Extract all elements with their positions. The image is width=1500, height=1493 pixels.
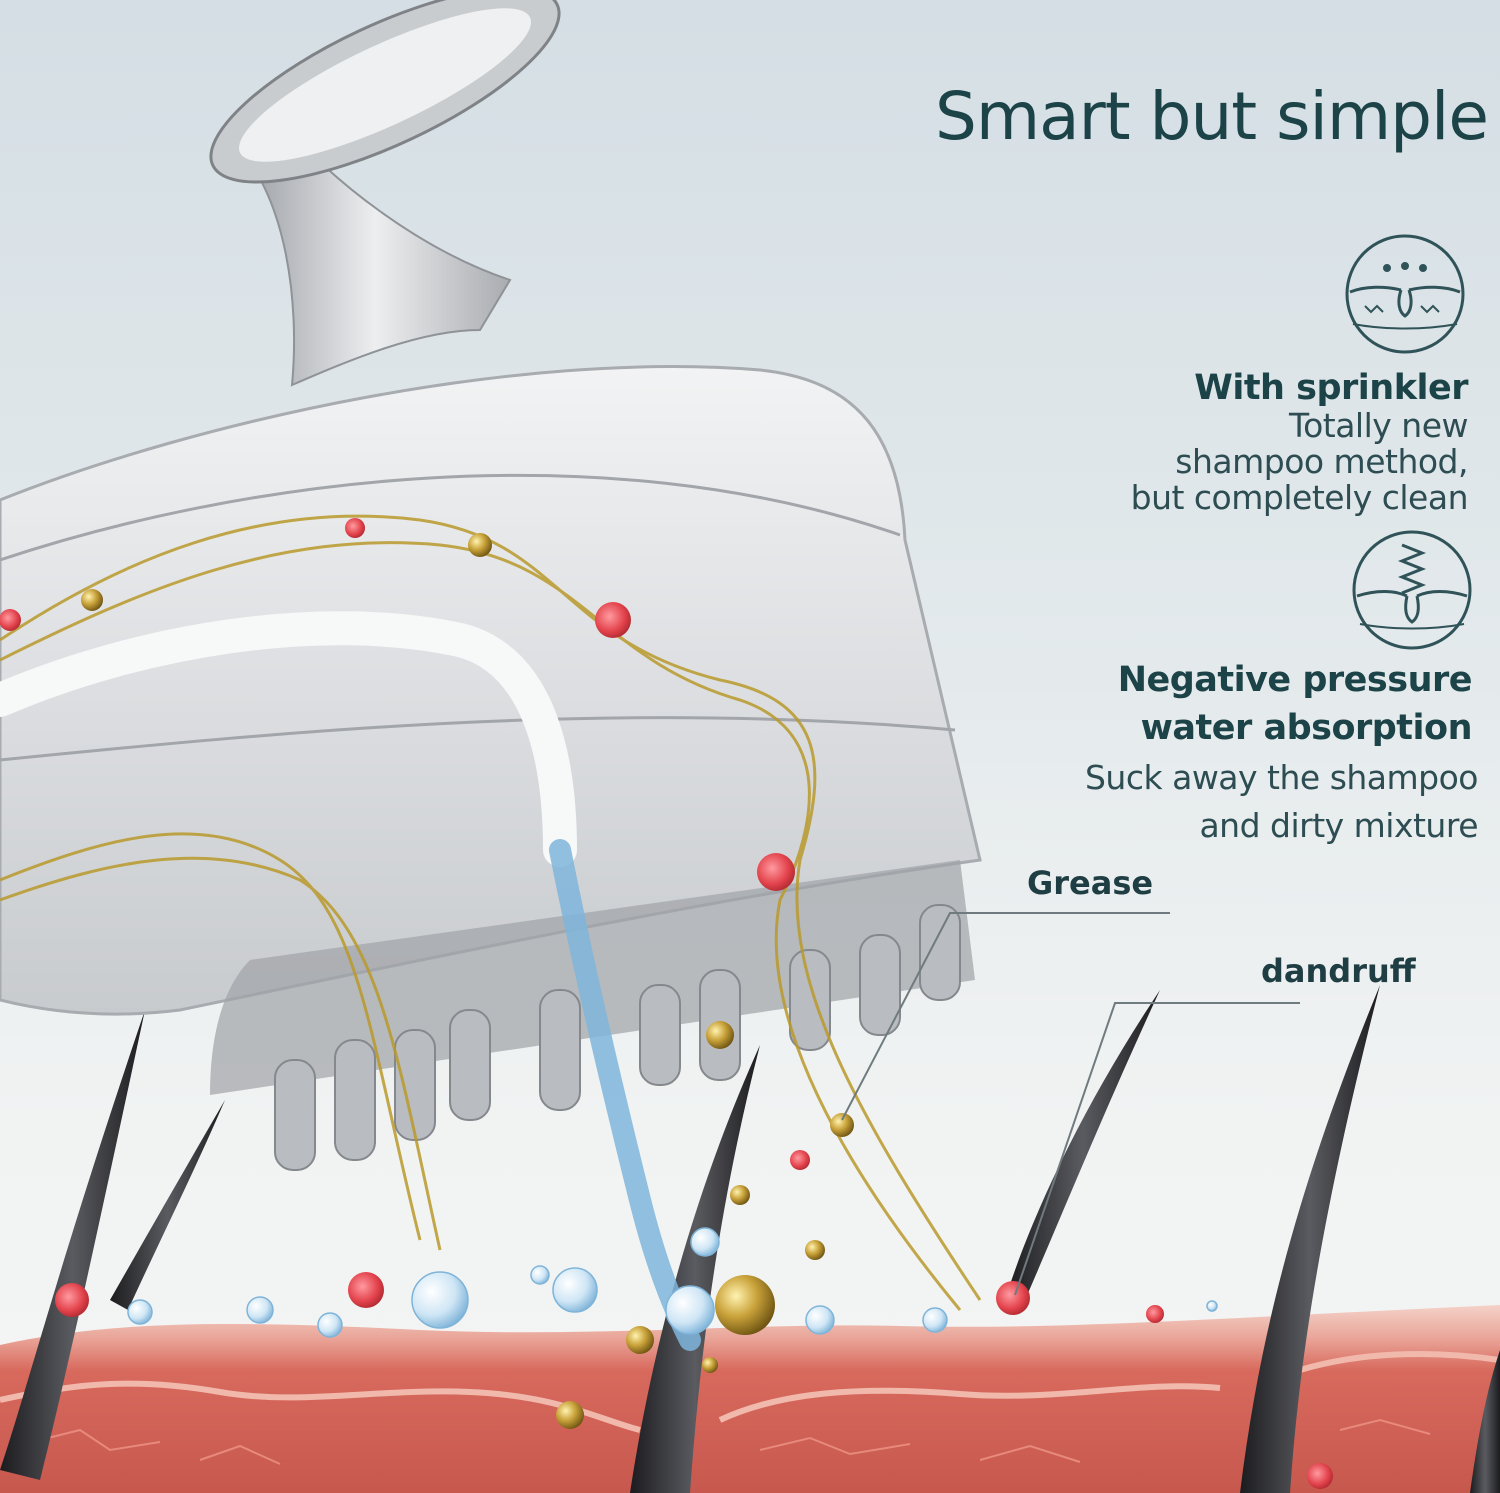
dandruff-particles: [0, 518, 1333, 1489]
hair-strands: [0, 985, 1500, 1493]
scalp-skin-layer: [0, 1305, 1500, 1493]
feature-sprinkler-title: With sprinkler: [1194, 368, 1468, 408]
feature-negative-pressure-body: Suck away the shampoo and dirty mixture: [958, 754, 1479, 850]
feature-negative-pressure-title: Negative pressure water absorption: [1117, 656, 1473, 752]
headline: Smart but simple: [934, 78, 1489, 155]
feature-negative-pressure-body-line: Suck away the shampoo: [1084, 758, 1479, 797]
grease-beads: [81, 533, 854, 1429]
feature-negative-pressure-title-line: Negative pressure: [1117, 660, 1473, 700]
water-bubbles: [127, 1227, 1218, 1338]
grease-streams: [0, 514, 982, 1311]
feature-negative-pressure-body-line: and dirty mixture: [1199, 806, 1478, 845]
feature-negative-pressure-title-line: water absorption: [1140, 708, 1473, 748]
feature-sprinkler-body: Totally new shampoo method, but complete…: [948, 406, 1469, 517]
negative-pressure-icon: [1352, 530, 1472, 650]
feature-sprinkler-body-line: but completely clean: [1130, 478, 1469, 517]
sprinkler-icon: [1345, 234, 1465, 354]
callout-grease-label: Grease: [1027, 864, 1154, 902]
feature-sprinkler-body-line: Totally new: [1289, 406, 1468, 445]
brush-handle: [209, 0, 561, 387]
feature-sprinkler-body-line: shampoo method,: [1175, 442, 1468, 481]
callout-lines: [841, 912, 1300, 1296]
callout-dandruff-label: dandruff: [1261, 952, 1416, 990]
